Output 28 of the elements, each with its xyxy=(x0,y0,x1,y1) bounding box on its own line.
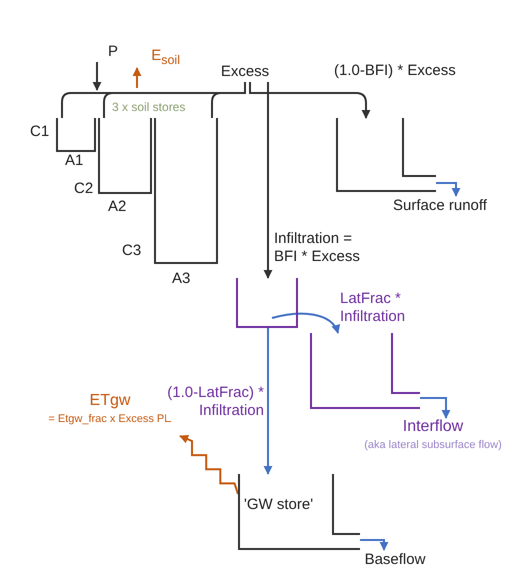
evaporation-label: E$_{soil}$ xyxy=(132,44,180,68)
output-label: Surface runoff xyxy=(378,196,502,216)
flow-label: Excess xyxy=(216,62,274,82)
output-label: Interflow xyxy=(402,418,464,436)
connector-line xyxy=(211,82,246,118)
note-text: (aka lateral subsurface flow) xyxy=(364,439,502,451)
area-label: A1 xyxy=(65,152,84,170)
capacity-label: C3 xyxy=(122,242,142,260)
wavy-arrow xyxy=(179,434,239,494)
flow-arrow xyxy=(92,62,102,91)
flow-arrow xyxy=(436,182,460,197)
flow-arrow xyxy=(272,312,340,334)
flow-arrow xyxy=(249,82,370,119)
flow-arrow xyxy=(264,328,272,475)
flow-arrow xyxy=(420,397,450,419)
flow-arrow xyxy=(264,82,272,279)
flow-arrow xyxy=(360,539,388,551)
edge-label: (1.0-BFI) * Excess xyxy=(334,62,456,80)
precipitation-label: P xyxy=(92,42,118,62)
store-label: 'GW store' xyxy=(244,496,314,514)
capacity-label: C1 xyxy=(30,123,50,140)
flow-arrow xyxy=(132,67,142,88)
capacity-label: C2 xyxy=(74,180,94,198)
evaporation-label: ETgw xyxy=(90,392,130,410)
output-label: Baseflow xyxy=(355,550,435,570)
note-text: 3 x soil stores xyxy=(112,100,186,114)
area-label: A3 xyxy=(172,270,190,288)
area-label: A2 xyxy=(108,198,126,216)
